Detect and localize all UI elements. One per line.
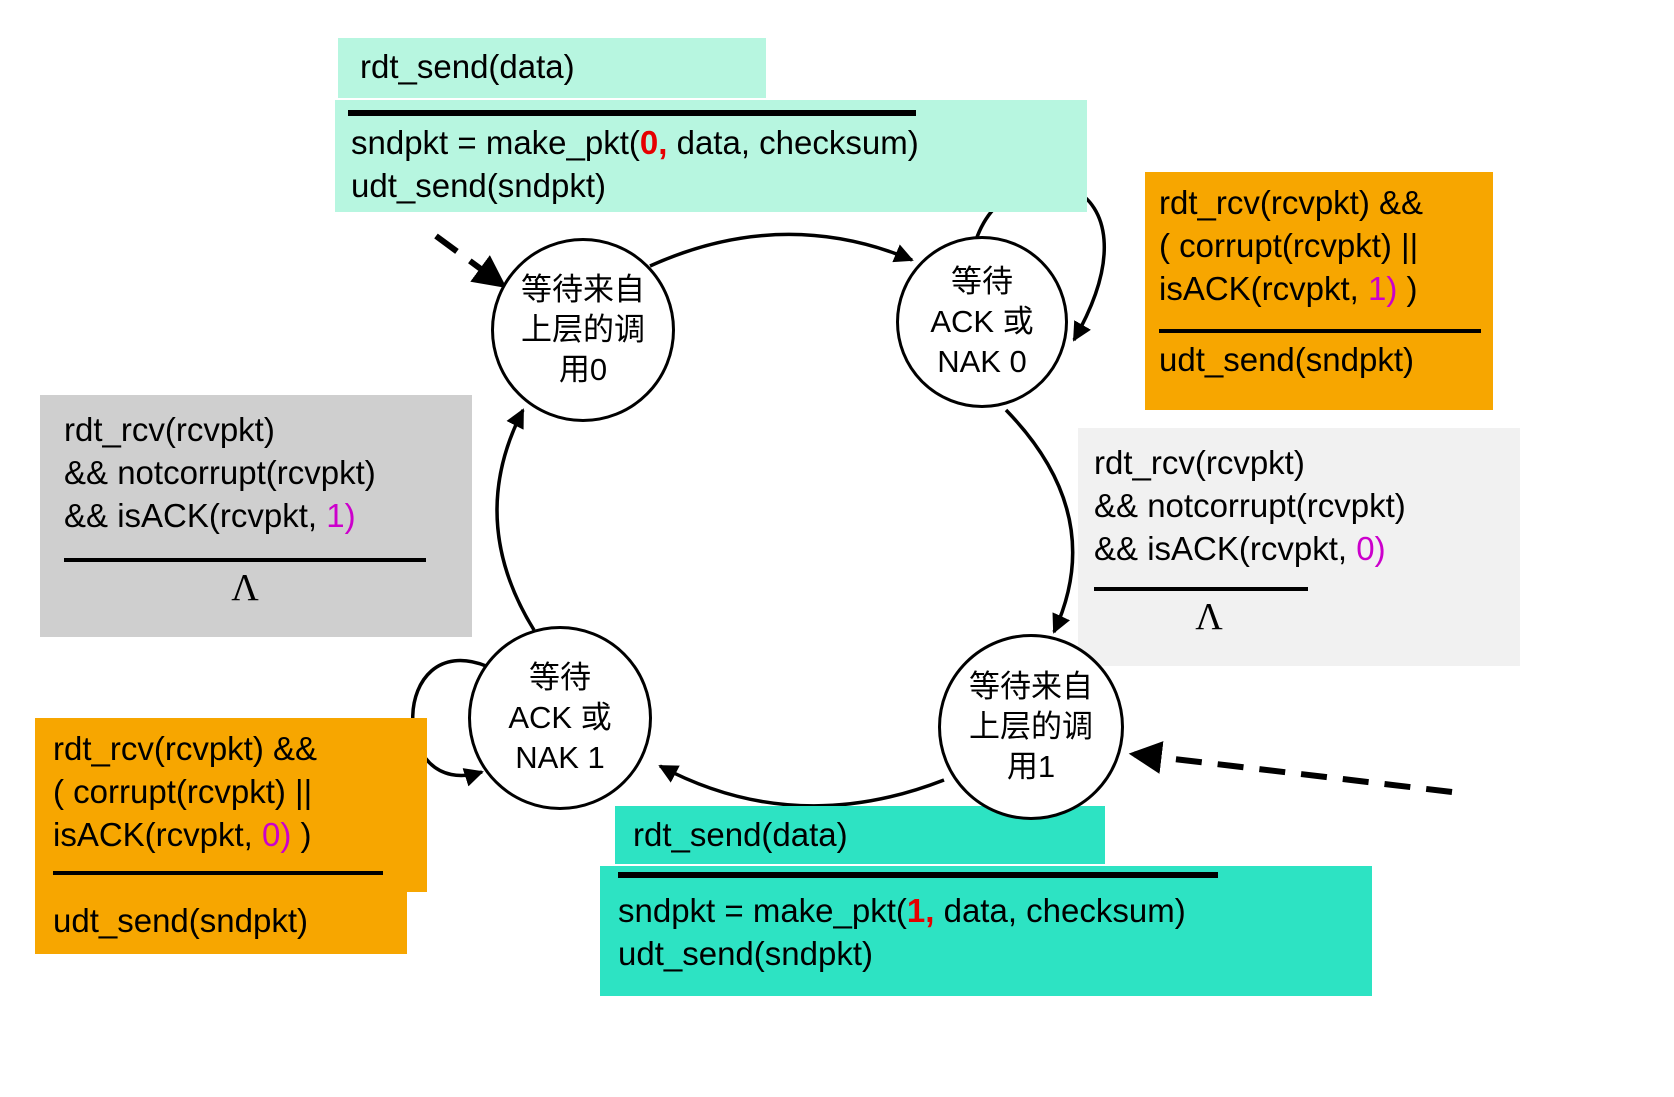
condition-line-2: && notcorrupt(rcvpkt) (1094, 486, 1406, 524)
self-loop-arrow-ack1 (411, 658, 487, 787)
seqnum-0: 0, (639, 124, 668, 161)
state-label-line: 等待 (951, 263, 1013, 299)
label-ack0-ok: rdt_rcv(rcvpkt) && notcorrupt(rcvpkt) &&… (1078, 428, 1520, 666)
state-label-line: 等待 (529, 659, 591, 695)
action-line-udt-send: udt_send(sndpkt) (618, 934, 873, 972)
dashed-arrow-to-call1 (1128, 741, 1453, 795)
label-ack1-corrupt-resend: rdt_rcv(rcvpkt) && ( corrupt(rcvpkt) || … (35, 718, 427, 892)
condition-line-1: rdt_rcv(rcvpkt) (1094, 444, 1305, 481)
separator-bar-top (348, 110, 916, 116)
state-wait-call-0: 等待来自 上层的调 用0 (491, 238, 675, 422)
condition-line-3: && isACK(rcvpkt, 0) (1094, 528, 1520, 571)
acknum-1: 1) (317, 496, 356, 534)
condition-line-3: && isACK(rcvpkt, 1) (64, 495, 472, 538)
label-ack0-corrupt-resend: rdt_rcv(rcvpkt) && ( corrupt(rcvpkt) || … (1145, 172, 1493, 410)
condition-line-1: rdt_rcv(rcvpkt) && (1159, 184, 1424, 221)
condition-text-pre: isACK(rcvpkt, (53, 815, 253, 853)
condition-text-post: ) (1397, 269, 1418, 307)
condition-action-divider (1159, 328, 1481, 333)
state-label-line: 上层的调 (969, 708, 1093, 744)
condition-text-pre: isACK(rcvpkt, (1159, 269, 1359, 307)
condition-text-post: ) (291, 815, 312, 853)
acknum-1: 1) (1358, 269, 1398, 307)
lambda-no-action: Λ (1195, 595, 1223, 638)
state-label-line: ACK 或 (508, 699, 612, 735)
state-wait-call-1: 等待来自 上层的调 用1 (938, 634, 1124, 820)
condition-line-3: isACK(rcvpkt, 0) ) (53, 814, 427, 857)
condition-action-divider (53, 870, 383, 875)
lambda-no-action: Λ (231, 566, 259, 609)
initial-dashed-arrow-to-call0 (434, 233, 507, 289)
state-label-line: 等待来自 (521, 271, 645, 307)
state-label-line: 用1 (1006, 749, 1056, 785)
action-line-make-pkt: sndpkt = make_pkt(1, data, checksum) (618, 890, 1372, 933)
condition-line-2: && notcorrupt(rcvpkt) (64, 453, 376, 491)
state-wait-ack-nak-1: 等待 ACK 或 NAK 1 (468, 626, 652, 810)
condition-text-pre: && isACK(rcvpkt, (1094, 529, 1348, 567)
state-label-line: ACK 或 (930, 303, 1034, 339)
transition-arrow-ack0-to-call1 (1004, 408, 1075, 634)
state-label-line: NAK 0 (937, 344, 1027, 380)
action-line-make-pkt: sndpkt = make_pkt(0, data, checksum) (351, 122, 1087, 165)
condition-line-2: ( corrupt(rcvpkt) || (53, 772, 313, 810)
condition-line-1: rdt_rcv(rcvpkt) && (53, 730, 318, 767)
condition-line-3: isACK(rcvpkt, 1) ) (1159, 268, 1493, 311)
action-line-udt-send: udt_send(sndpkt) (351, 166, 606, 204)
label-ack1-corrupt-resend-action: udt_send(sndpkt) (35, 892, 407, 954)
condition-line-1: rdt_rcv(rcvpkt) (64, 411, 275, 448)
event-text: rdt_send(data) (633, 816, 848, 853)
state-label-line: 用0 (558, 352, 608, 388)
action-text-pre: sndpkt = make_pkt( (351, 124, 640, 161)
separator-bar-bottom (618, 872, 1218, 878)
action-text-pre: sndpkt = make_pkt( (618, 892, 907, 929)
label-send1-event: rdt_send(data) (615, 806, 1105, 864)
action-line-udt-send: udt_send(sndpkt) (1159, 340, 1414, 378)
state-label-line: 上层的调 (521, 311, 645, 347)
transition-arrow-call0-to-ack0 (649, 232, 914, 268)
action-line-udt-send: udt_send(sndpkt) (53, 902, 308, 939)
label-send0-event: rdt_send(data) (338, 38, 766, 98)
condition-action-divider (64, 557, 426, 562)
state-label-line: 等待来自 (969, 668, 1093, 704)
action-text-post: data, checksum) (667, 124, 919, 161)
state-label-line: NAK 1 (515, 740, 605, 776)
seqnum-1: 1, (906, 892, 935, 929)
label-ack1-ok: rdt_rcv(rcvpkt) && notcorrupt(rcvpkt) &&… (40, 395, 472, 637)
transition-arrow-ack1-to-call0 (495, 408, 536, 631)
condition-action-divider (1094, 586, 1308, 591)
acknum-0: 0) (1347, 529, 1386, 567)
label-send0-action: sndpkt = make_pkt(0, data, checksum) udt… (335, 100, 1087, 212)
action-text-post: data, checksum) (934, 892, 1186, 929)
state-wait-ack-nak-0: 等待 ACK 或 NAK 0 (896, 236, 1068, 408)
condition-line-2: ( corrupt(rcvpkt) || (1159, 226, 1419, 264)
event-text: rdt_send(data) (360, 48, 575, 85)
transition-arrow-call1-to-ack1 (658, 764, 945, 808)
label-send1-action: sndpkt = make_pkt(1, data, checksum) udt… (600, 866, 1372, 996)
condition-text-pre: && isACK(rcvpkt, (64, 496, 318, 534)
acknum-0: 0) (252, 815, 292, 853)
